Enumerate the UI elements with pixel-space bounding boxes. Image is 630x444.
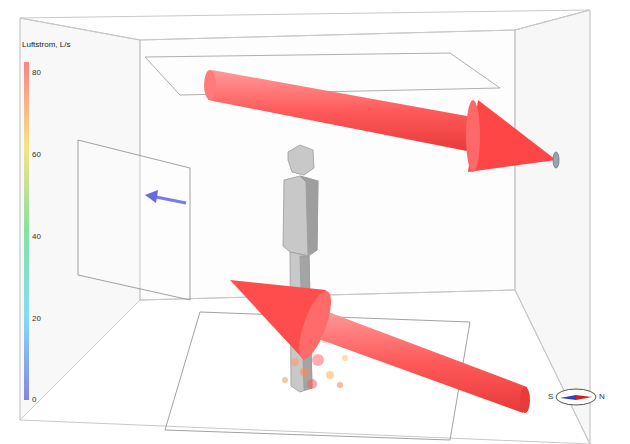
scale-value: 60	[32, 151, 41, 159]
ceiling-edge	[20, 10, 590, 40]
scale-value: 40	[32, 233, 41, 241]
flow-arrow-bottom	[230, 280, 530, 413]
scale-value: 0	[32, 396, 36, 404]
scale-value: 20	[32, 315, 41, 323]
back-wall	[140, 30, 515, 300]
flow-arrow-small	[156, 197, 186, 203]
compass-letter: N	[599, 393, 605, 401]
flow-arrow-top	[204, 70, 559, 172]
scale-value: 80	[32, 69, 41, 77]
ceiling-panel	[145, 53, 500, 95]
compass-letter: S	[548, 393, 553, 401]
right-wall	[515, 10, 590, 444]
window-panel	[78, 140, 190, 300]
scale-title: Luftstrom, L/s	[22, 41, 70, 49]
flow-arrow-head-small	[145, 190, 158, 203]
compass	[556, 389, 596, 405]
